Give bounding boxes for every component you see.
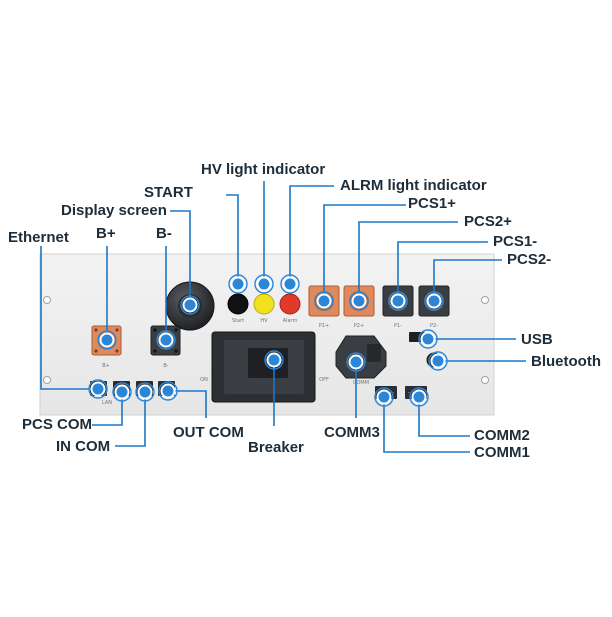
label-hv-light-indicator: HV light indicator (201, 161, 326, 178)
callout-line-pcs2-plus (358, 221, 458, 300)
p2-minus-print: P2- (430, 323, 438, 329)
ring-hv (256, 276, 272, 292)
b-plus-print: B+ (102, 363, 110, 369)
ring-breaker (266, 352, 282, 368)
callout-line-display-screen (170, 210, 191, 304)
callout-line-pcs1-minus (397, 241, 488, 300)
ring-ethernet (90, 381, 106, 397)
callout-line-pcs1-plus (323, 204, 406, 300)
ring-pcs-com (114, 384, 130, 400)
callout-line-comm1 (383, 397, 470, 453)
label-pcs2-minus: PCS2- (507, 251, 552, 268)
ring-b-plus (99, 332, 115, 348)
ring-usb (420, 331, 436, 347)
callout-rings (88, 274, 448, 407)
callout-line-pcs-com (92, 393, 123, 426)
callout-line-alarm (289, 185, 334, 284)
ring-pcs1-minus (390, 293, 406, 309)
ring-pcs1-plus (316, 293, 332, 309)
ring-out-com (160, 383, 176, 399)
ring-start (230, 276, 246, 292)
label-b-minus: B- (156, 225, 172, 242)
ring-bluetooth (430, 353, 446, 369)
label-ethernet: Ethernet (8, 229, 69, 246)
label-comm1: COMM1 (474, 444, 530, 461)
ring-comm2 (411, 389, 427, 405)
ring-comm3 (348, 354, 364, 370)
label-pcs1-plus: PCS1+ (408, 195, 456, 212)
breaker-off-print: OFF (319, 377, 329, 383)
label-pcs-com: PCS COM (22, 416, 93, 433)
label-b-plus: B+ (96, 225, 116, 242)
callout-lines (40, 181, 526, 453)
alarm-light-graphic (279, 293, 301, 315)
mounting-screw (43, 376, 51, 384)
callout-line-ethernet (40, 246, 98, 390)
ring-comm1 (376, 389, 392, 405)
lan-print: LAN (102, 400, 112, 406)
label-in-com: IN COM (56, 438, 111, 455)
alarm-print: Alarm (283, 318, 298, 324)
b-minus-print: B- (163, 363, 168, 369)
mounting-screw (481, 296, 489, 304)
label-usb: USB (521, 331, 553, 348)
mounting-screw (481, 376, 489, 384)
label-breaker: Breaker (248, 439, 304, 456)
callout-line-comm2 (418, 397, 470, 437)
label-pcs2-plus: PCS2+ (464, 213, 512, 230)
p1-minus-print: P1- (394, 323, 402, 329)
comm-print: COMM (353, 380, 369, 386)
ring-pcs2-minus (426, 293, 442, 309)
ring-display-screen (182, 297, 198, 313)
p1-plus-print: P1+ (319, 323, 329, 329)
label-out-com: OUT COM (173, 424, 244, 441)
label-comm2: COMM2 (474, 427, 530, 444)
hv-light-graphic (253, 293, 275, 315)
label-comm3: COMM3 (324, 424, 380, 441)
callout-line-out-com (168, 390, 207, 418)
label-pcs1-minus: PCS1- (493, 233, 538, 250)
callout-line-in-com (115, 393, 146, 447)
label-alrm-light-indicator: ALRM light indicator (340, 177, 487, 194)
ring-alarm (282, 276, 298, 292)
mounting-screw (43, 296, 51, 304)
callout-line-pcs2-minus (433, 259, 502, 300)
ring-in-com (137, 384, 153, 400)
hv-print: HV (260, 318, 268, 324)
start-print: Start (232, 318, 244, 324)
ring-pcs2-plus (351, 293, 367, 309)
p2-plus-print: P2+ (354, 323, 364, 329)
label-start: START (144, 184, 193, 201)
label-bluetooth: Bluetooth (531, 353, 601, 370)
start-button-graphic (227, 293, 249, 315)
breaker-housing (211, 331, 316, 403)
ring-b-minus (158, 332, 174, 348)
breaker-on-print: ON (200, 377, 208, 383)
label-display-screen: Display screen (61, 202, 167, 219)
callout-line-start (226, 194, 239, 284)
